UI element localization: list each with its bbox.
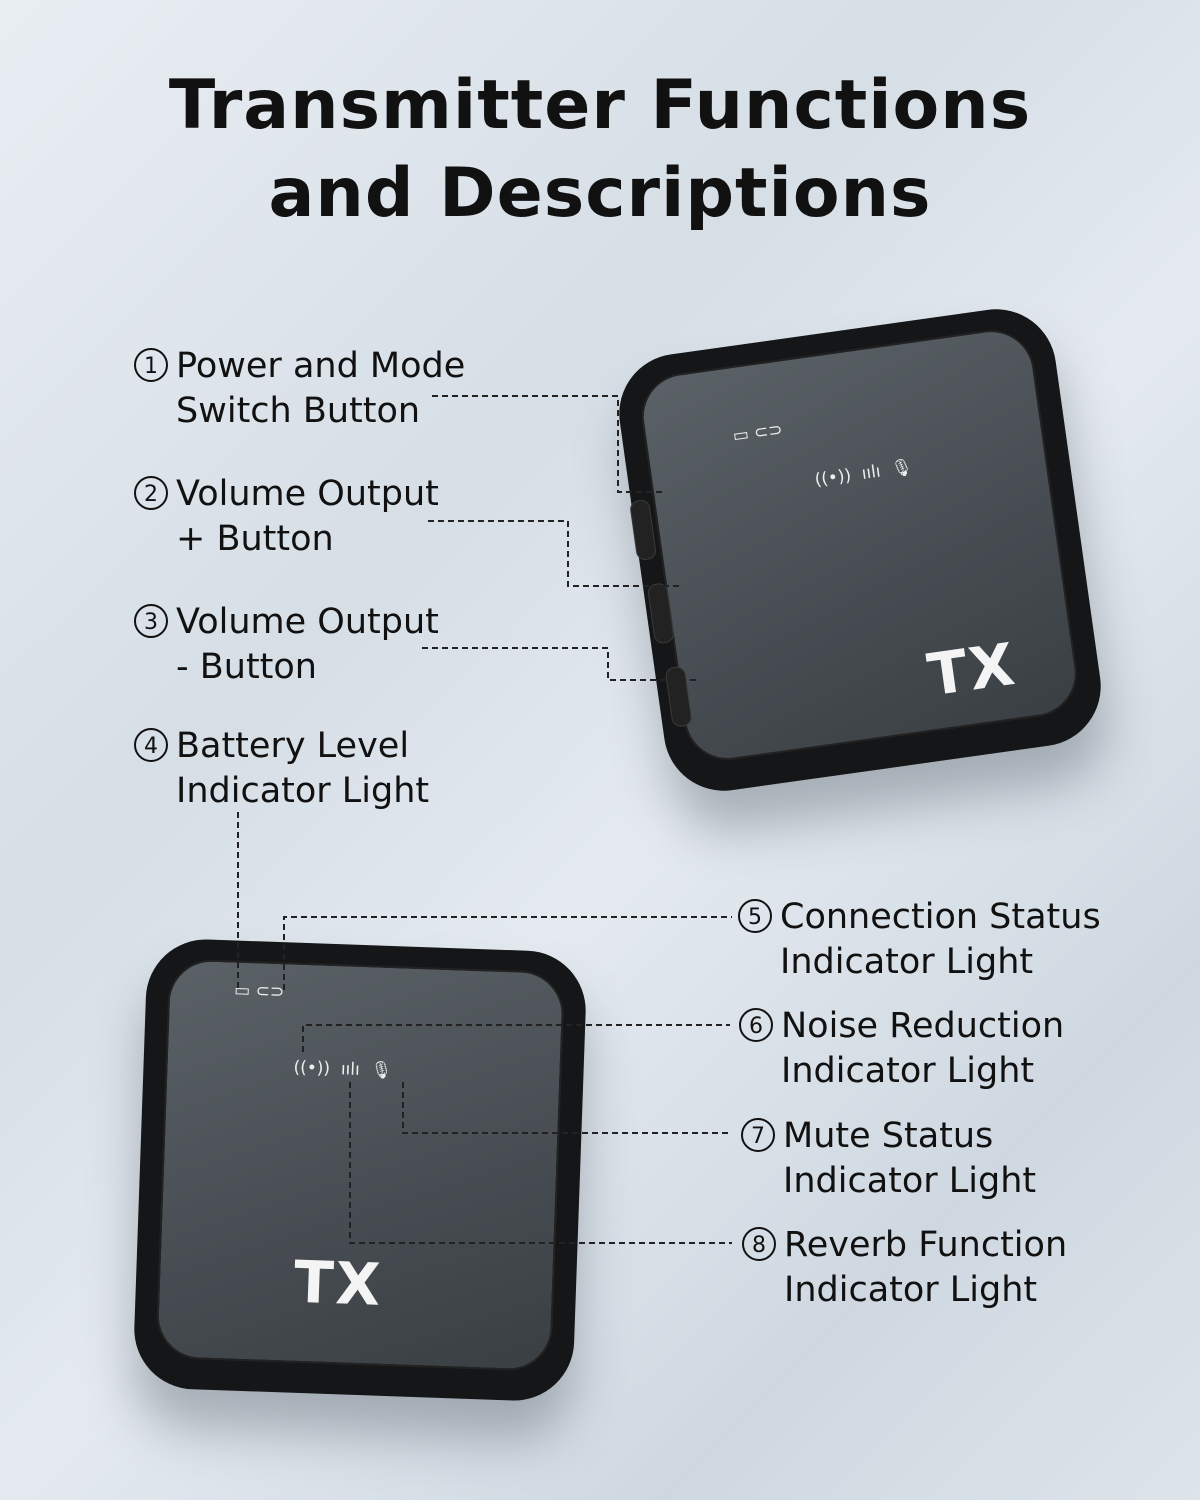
label-text: Battery Level bbox=[176, 726, 410, 766]
leader-line-7 bbox=[402, 1082, 730, 1134]
leader-line-6 bbox=[302, 1024, 730, 1052]
label-text: Power and Mode bbox=[176, 346, 466, 386]
number-badge: 1 bbox=[134, 348, 168, 382]
label-text: Connection Status bbox=[780, 897, 1101, 937]
number-badge: 4 bbox=[134, 728, 168, 762]
label-text: - Button bbox=[176, 647, 317, 687]
number-badge: 7 bbox=[741, 1118, 775, 1152]
number-badge: 3 bbox=[134, 604, 168, 638]
leader-line-3 bbox=[422, 647, 700, 681]
label-text: Volume Output bbox=[176, 602, 439, 642]
page-title: Transmitter Functions and Descriptions bbox=[0, 62, 1200, 238]
leader-line-8 bbox=[349, 1082, 732, 1244]
label-text: Indicator Light bbox=[780, 942, 1034, 982]
label-text: Indicator Light bbox=[781, 1051, 1035, 1091]
number-badge: 6 bbox=[739, 1008, 773, 1042]
leader-line-2 bbox=[428, 520, 682, 587]
title-line-2: and Descriptions bbox=[268, 154, 932, 233]
number-badge: 8 bbox=[742, 1227, 776, 1261]
number-badge: 5 bbox=[738, 899, 772, 933]
label-text: Indicator Light bbox=[783, 1161, 1037, 1201]
label-text: Indicator Light bbox=[176, 771, 430, 811]
label-text: Noise Reduction bbox=[781, 1006, 1065, 1046]
label-text: Mute Status bbox=[783, 1116, 994, 1156]
label-text: Switch Button bbox=[176, 391, 421, 431]
leader-line-1 bbox=[432, 395, 662, 493]
leader-line-5 bbox=[283, 916, 732, 990]
label-text: Reverb Function bbox=[784, 1225, 1068, 1265]
label-text: + Button bbox=[176, 519, 334, 559]
label-text: Volume Output bbox=[176, 474, 439, 514]
title-line-1: Transmitter Functions bbox=[168, 66, 1032, 145]
number-badge: 2 bbox=[134, 476, 168, 510]
label-text: Indicator Light bbox=[784, 1270, 1038, 1310]
